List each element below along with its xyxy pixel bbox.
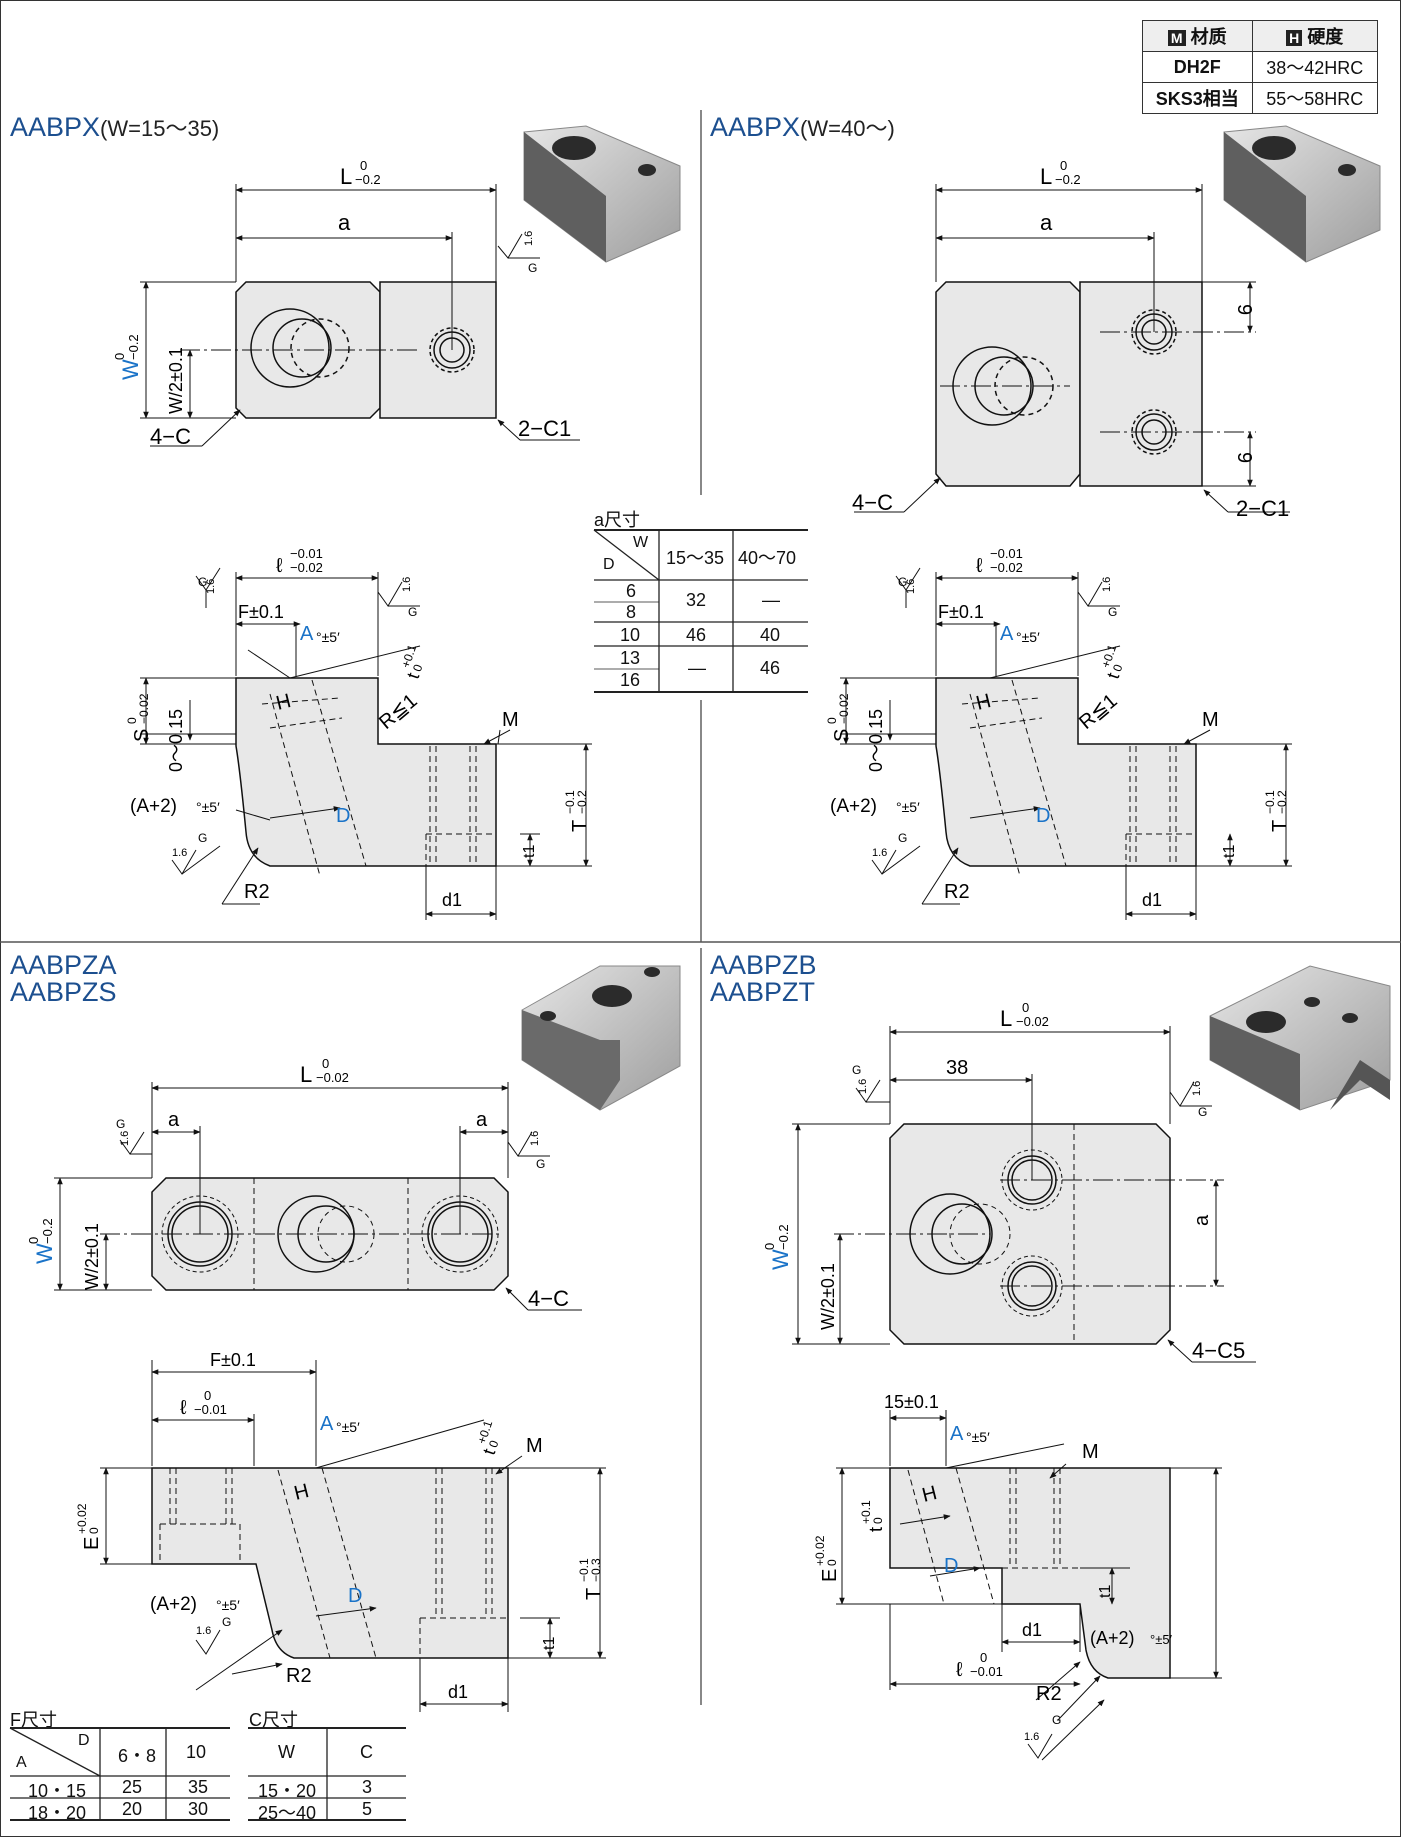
c-table-caption: C尺寸	[249, 1710, 298, 1730]
a-table-value-cell: —	[688, 658, 706, 678]
hardness-header: H 硬度	[1251, 20, 1378, 52]
f-table-a-cell: 18・20	[28, 1803, 87, 1823]
f-table-caption: F尺寸	[10, 1710, 57, 1730]
material-cell: DH2F	[1142, 51, 1253, 83]
a-table-value-cell: 32	[686, 590, 707, 610]
a-table-col-header: 40～70	[738, 548, 797, 568]
material-header: M 材质	[1142, 20, 1253, 52]
a-table-value-cell: 40	[760, 625, 781, 645]
a-table-corner-d: D	[603, 556, 615, 573]
f-table-value-cell: 25	[122, 1777, 143, 1797]
f-table-value-cell: 30	[188, 1799, 209, 1819]
f-table-corner-a: A	[16, 1754, 27, 1771]
a-table-corner-w: W	[633, 534, 649, 551]
a-table-d-cell: 8	[626, 602, 637, 622]
f-table-value-cell: 20	[122, 1799, 143, 1819]
a-table-caption: a尺寸	[594, 510, 641, 530]
f-table-col-header: 10	[186, 1742, 207, 1762]
f-table-value-cell: 35	[188, 1777, 209, 1797]
panel-title-aabpx-small: AABPX(W=15～35)	[10, 112, 220, 142]
a-table-value-cell: 46	[686, 625, 707, 645]
f-table-corner-d: D	[78, 1732, 90, 1749]
f-table-col-header: 6・8	[118, 1746, 157, 1766]
a-table-value-cell: —	[762, 590, 780, 610]
a-table-d-cell: 10	[620, 625, 641, 645]
a-table-value-cell: 46	[760, 658, 781, 678]
a-table-col-header: 15～35	[666, 548, 725, 568]
c-table-col-header: W	[278, 1742, 295, 1762]
c-table-w-cell: 25～40	[258, 1803, 317, 1823]
hardness-cell: 55～58HRC	[1251, 82, 1378, 114]
c-table-c-cell: 5	[362, 1799, 373, 1819]
c-table-c-cell: 3	[362, 1777, 373, 1797]
panel-title-aabpx-large: AABPX(W=40～)	[710, 112, 895, 142]
f-table-a-cell: 10・15	[28, 1781, 87, 1801]
a-table-d-cell: 13	[620, 648, 641, 668]
material-cell: SKS3相当	[1142, 82, 1253, 114]
a-table-d-cell: 6	[626, 581, 637, 601]
a-table-d-cell: 16	[620, 670, 641, 690]
c-table-w-cell: 15・20	[258, 1781, 317, 1801]
c-table-col-header: C	[360, 1742, 373, 1762]
hardness-cell: 38～42HRC	[1251, 51, 1378, 83]
